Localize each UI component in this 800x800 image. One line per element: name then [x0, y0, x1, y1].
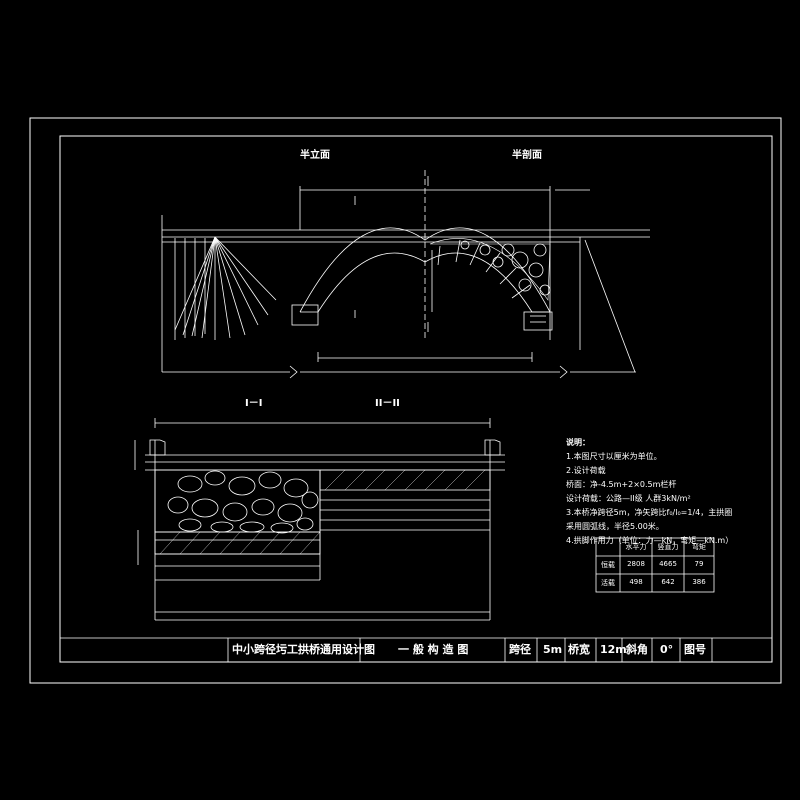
table-cell: 4665	[659, 560, 677, 568]
width-label: 桥宽	[568, 643, 590, 656]
project-title: 中小跨径圬工拱桥通用设计图	[232, 643, 375, 656]
table-cell: 2808	[627, 560, 645, 568]
span-value: 5m	[543, 643, 563, 656]
table-cell: 79	[694, 560, 704, 568]
inner-frame	[59, 135, 773, 663]
note-line: 桥面：净-4.5m+2×0.5m栏杆	[566, 480, 677, 489]
notes-title: 说明：	[566, 438, 590, 447]
table-cell: 活载	[601, 579, 615, 587]
note-line: 设计荷载：公路—II级 人群3kN/m²	[566, 494, 691, 503]
force-table-grid	[595, 537, 715, 593]
section-1-title: I－I	[245, 398, 263, 409]
section-hatching	[159, 469, 486, 555]
span-label: 跨径	[509, 643, 531, 656]
half-section-title: 半剖面	[512, 150, 542, 161]
note-line: 采用圆弧线，半径5.00米。	[566, 522, 664, 531]
table-cell: 恒载	[601, 561, 615, 569]
outer-frame	[29, 117, 782, 684]
table-header: 水平力	[625, 543, 647, 551]
note-line: 1.本图尺寸以厘米为单位。	[566, 452, 662, 461]
section-2-title: II－II	[375, 398, 400, 409]
title-block-grid	[60, 637, 772, 662]
width-value: 12m	[600, 643, 627, 656]
drawing-title: 一 般 构 造 图	[398, 643, 469, 656]
elevation-view	[161, 170, 650, 379]
skew-value: 0°	[660, 643, 674, 656]
table-cell: 386	[692, 578, 706, 586]
note-line: 3.本桥净跨径5m，净矢跨比f₀/l₀=1/4，主拱圈	[566, 508, 733, 517]
drawing-number-label: 图号	[684, 643, 706, 656]
design-notes: 说明： 1.本图尺寸以厘米为单位。 2.设计荷载 桥面：净-4.5m+2×0.5…	[566, 436, 733, 548]
table-header: 竖直力	[657, 543, 679, 551]
table-cell: 642	[661, 578, 675, 586]
cross-section-view	[134, 418, 505, 621]
note-line: 4.拱脚作用力（单位：力—kN，弯矩—kN.m）	[566, 536, 734, 545]
note-line: 2.设计荷载	[566, 466, 606, 475]
skew-label: 斜角	[626, 643, 648, 656]
half-elevation-title: 半立面	[300, 150, 330, 161]
table-header: 弯矩	[692, 543, 706, 551]
table-cell: 498	[629, 578, 643, 586]
